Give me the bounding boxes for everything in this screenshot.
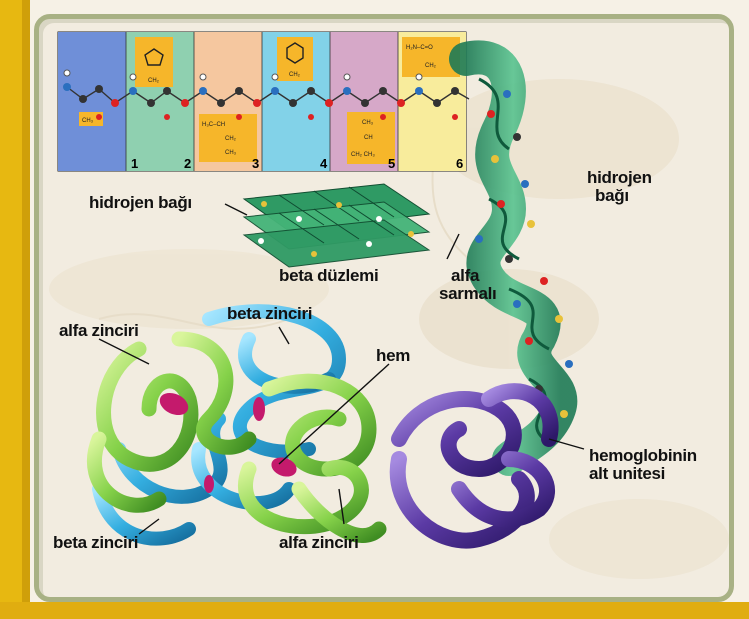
svg-text:CH₃: CH₃ [362,120,374,126]
amino-acid-panel: CH₃ CH₂ H₃C–CH CH₂ CH₃ CH₂ CH₃ CH CH₂ CH… [58,32,469,171]
bottom-gold-strip [0,602,749,619]
residue-number-3: 3 [252,157,259,170]
label-hydrogen-right-1: hidrojen [587,169,652,187]
label-alpha-chain-bottom: alfa zinciri [279,534,359,552]
svg-text:CH₂: CH₂ [425,63,437,69]
svg-text:CH₃: CH₃ [225,150,237,156]
svg-text:H₃C–CH: H₃C–CH [202,122,225,128]
label-alpha-helix-1: alfa [451,267,479,285]
illustration-frame: CH₃ CH₂ H₃C–CH CH₂ CH₃ CH₂ CH₃ CH CH₂ CH… [34,14,734,602]
residue-number-6: 6 [456,157,463,170]
svg-text:H₂N–C=O: H₂N–C=O [406,45,433,51]
protein-structure-illustration: CH₃ CH₂ H₃C–CH CH₂ CH₃ CH₂ CH₃ CH CH₂ CH… [39,19,729,597]
label-beta-chain-top: beta zinciri [227,305,312,323]
svg-text:CH₃: CH₃ [82,118,94,124]
beta-sheet [244,184,429,267]
residue-number-2: 2 [184,157,191,170]
svg-text:CH₂: CH₂ [148,78,160,84]
label-hemoglobin-subunit-1: hemoglobinin [589,447,697,465]
label-hydrogen-right-2: bağı [595,187,629,205]
label-beta-sheet: beta düzlemi [279,267,378,285]
label-alpha-chain-left: alfa zinciri [59,322,139,340]
svg-text:CH₂ CH₃: CH₂ CH₃ [351,152,375,158]
hemoglobin-subunit-tubes [398,391,551,540]
svg-text:CH₂: CH₂ [225,136,237,142]
left-gold-strip-shadow [22,0,30,619]
label-hemoglobin-subunit-2: alt unitesi [589,465,665,483]
label-beta-chain-bottom: beta zinciri [53,534,138,552]
svg-text:CH: CH [364,135,373,141]
residue-number-4: 4 [320,157,327,170]
residue-number-1: 1 [131,157,138,170]
left-gold-strip [0,0,22,619]
svg-text:CH₂: CH₂ [289,72,301,78]
label-hydrogen-bond-left: hidrojen bağı [89,194,192,212]
label-heme: hem [376,347,410,365]
label-alpha-helix-2: sarmalı [439,285,496,303]
residue-number-5: 5 [388,157,395,170]
